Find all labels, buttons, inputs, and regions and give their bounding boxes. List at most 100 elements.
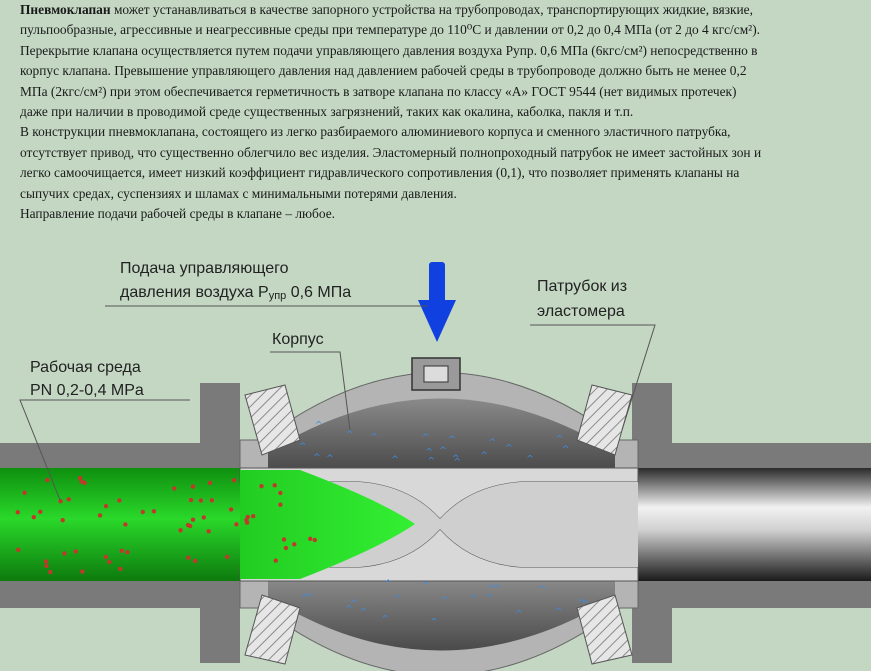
air-mark: ^ bbox=[526, 455, 534, 465]
air-mark: ^ bbox=[370, 432, 378, 442]
particle-dot bbox=[225, 554, 230, 560]
particle-dot bbox=[31, 515, 36, 520]
particle-dot bbox=[79, 479, 84, 484]
particle-dot bbox=[190, 517, 196, 522]
air-mark: ^ bbox=[493, 585, 501, 595]
air-mark: ^ bbox=[481, 451, 489, 461]
air-mark: ^ bbox=[345, 604, 353, 614]
particle-dot bbox=[259, 484, 264, 489]
particle-dot bbox=[117, 498, 122, 503]
sleeve-end-top-left bbox=[244, 384, 301, 456]
particle-dot bbox=[103, 503, 109, 509]
air-mark: ^ bbox=[306, 593, 314, 603]
particle-dot bbox=[312, 537, 317, 543]
particle-dot bbox=[228, 507, 234, 512]
particle-dot bbox=[151, 509, 157, 514]
particle-dot bbox=[178, 528, 183, 533]
particle-dot bbox=[185, 522, 191, 528]
air-fitting-port bbox=[423, 365, 449, 383]
sleeve-end-bottom-left bbox=[244, 594, 301, 665]
air-mark: ^ bbox=[452, 454, 460, 464]
particle-dot bbox=[234, 522, 239, 527]
medium-particles bbox=[15, 475, 317, 575]
particle-dot bbox=[193, 558, 198, 564]
working-medium-cone bbox=[240, 470, 415, 579]
leader-body bbox=[270, 351, 351, 431]
air-mark: ^ bbox=[515, 609, 523, 619]
paragraph-line: пульпообразные, агрессивные и неагрессив… bbox=[20, 22, 761, 38]
air-mark: ^ bbox=[578, 599, 586, 609]
lower-air-chamber bbox=[268, 579, 615, 651]
paragraph-line: МПа (2кгс/см²) при этом обеспечивается г… bbox=[20, 83, 737, 99]
particle-dot bbox=[103, 554, 109, 560]
paragraph-line: сыпучих средах, суспензиях и шламах с ми… bbox=[20, 185, 457, 201]
upper-air-chamber bbox=[268, 398, 615, 470]
air-mark: ^ bbox=[448, 435, 456, 445]
label-sleeve-line2: эластомера bbox=[537, 303, 625, 320]
air-mark: ^ bbox=[428, 457, 436, 467]
particle-dot bbox=[140, 509, 145, 515]
air-mark: ^ bbox=[582, 600, 590, 610]
paragraph-line: Перекрытие клапана осуществляется путем … bbox=[20, 42, 758, 58]
particle-dot bbox=[44, 563, 49, 569]
air-mark: ^ bbox=[350, 599, 358, 609]
particle-dot bbox=[273, 558, 278, 563]
particle-dot bbox=[119, 548, 125, 553]
air-mark: ^ bbox=[326, 454, 334, 464]
particle-dot bbox=[73, 549, 78, 554]
air-marks: ^^^^^^^^^^^^^^^^^^^^^^^^^^^^^^^^^^^^^^^^ bbox=[299, 421, 589, 628]
particle-dot bbox=[45, 477, 50, 483]
label-medium-line2: PN 0,2-0,4 MPa bbox=[30, 382, 144, 399]
particle-dot bbox=[186, 555, 191, 560]
particle-dot bbox=[201, 515, 206, 520]
particle-dot bbox=[278, 490, 283, 496]
particle-dot bbox=[292, 542, 297, 547]
air-mark: ^ bbox=[486, 594, 494, 604]
particle-dot bbox=[125, 550, 130, 555]
leader-medium bbox=[19, 399, 190, 501]
particle-dot bbox=[209, 498, 215, 503]
air-mark: ^ bbox=[315, 421, 323, 431]
particle-dot bbox=[107, 559, 112, 565]
air-mark: ^ bbox=[454, 458, 462, 468]
air-mark: ^ bbox=[556, 435, 564, 445]
sleeve-end-bottom-right bbox=[576, 594, 633, 665]
leader-sleeve bbox=[530, 324, 656, 431]
particle-dot bbox=[198, 498, 204, 503]
paragraph-line: корпус клапана. Превышение управляющего … bbox=[20, 63, 747, 79]
label-body: Корпус bbox=[272, 331, 324, 348]
particle-dot bbox=[281, 537, 287, 542]
label-air-line2: давления воздуха Рупр 0,6 МПа bbox=[120, 284, 351, 302]
air-mark: ^ bbox=[430, 618, 438, 628]
term-bold: Пневмоклапан bbox=[20, 2, 111, 17]
particle-dot bbox=[48, 569, 53, 575]
air-mark: ^ bbox=[313, 453, 321, 463]
particle-dot bbox=[251, 514, 256, 519]
particle-dot bbox=[118, 566, 123, 572]
paragraph-line: легко самоочищается, имеет низкий коэффи… bbox=[20, 165, 740, 181]
air-mark: ^ bbox=[299, 442, 307, 452]
air-mark: ^ bbox=[488, 584, 496, 594]
air-mark: ^ bbox=[301, 594, 309, 604]
particle-dot bbox=[308, 536, 313, 541]
working-medium-inlet bbox=[0, 468, 240, 581]
particle-dot bbox=[283, 545, 289, 551]
air-mark: ^ bbox=[439, 446, 447, 456]
paragraph-line: В конструкции пневмоклапана, состоящего … bbox=[20, 124, 731, 140]
text-line: может устанавливаться в качестве запорно… bbox=[110, 2, 753, 17]
paragraph-line: Направление подачи рабочей среды в клапа… bbox=[20, 206, 336, 222]
label-sleeve-line1: Патрубок из bbox=[537, 278, 627, 295]
particle-dot bbox=[244, 520, 250, 525]
label-medium-line1: Рабочая среда bbox=[30, 359, 141, 376]
description-text: Пневмоклапан может устанавливаться в кач… bbox=[20, 0, 860, 224]
air-mark: ^ bbox=[382, 614, 390, 624]
particle-dot bbox=[58, 499, 63, 504]
particle-dot bbox=[62, 551, 67, 556]
particle-dot bbox=[207, 480, 213, 486]
particle-dot bbox=[97, 513, 103, 518]
air-mark: ^ bbox=[505, 444, 513, 454]
particle-dot bbox=[190, 484, 196, 489]
paragraph-line: отсутствует привод, что существенно обле… bbox=[20, 144, 762, 160]
air-mark: ^ bbox=[489, 438, 497, 448]
